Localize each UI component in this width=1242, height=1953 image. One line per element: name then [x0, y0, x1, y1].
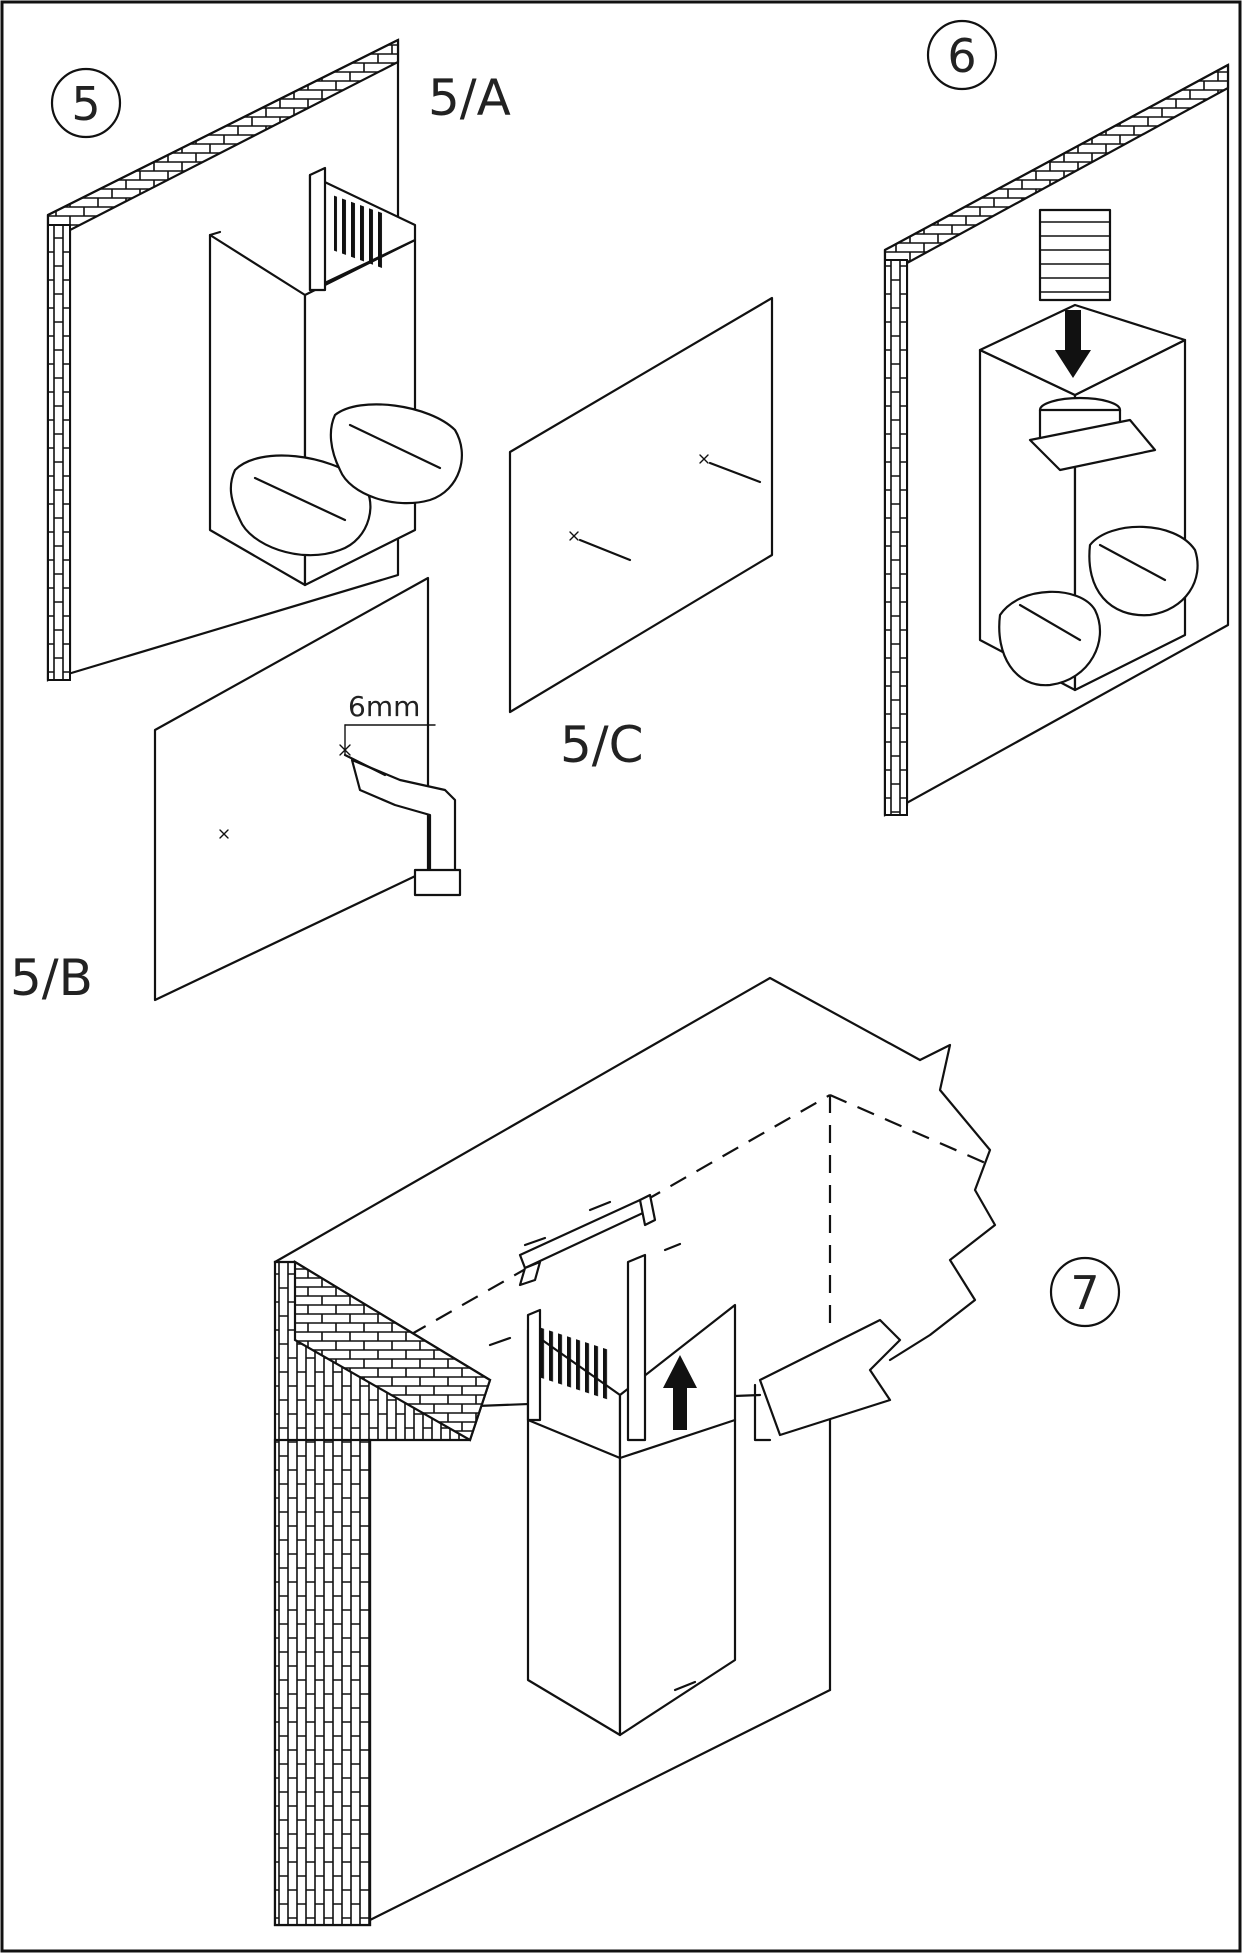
label-5c: 5/C — [560, 716, 644, 774]
step-5-circle — [50, 67, 122, 139]
step-7-number: 7 — [1070, 1266, 1099, 1320]
mounting-bracket — [488, 1193, 682, 1347]
hood-chimney-7 — [526, 1253, 737, 1737]
step-7-circle — [1049, 1256, 1121, 1328]
step-6-number: 6 — [947, 29, 976, 83]
step-6-circle — [926, 19, 998, 91]
step-5-group: 5 5/A — [10, 38, 774, 1007]
chimney-6 — [978, 208, 1199, 692]
label-5b: 5/B — [10, 949, 93, 1007]
plate-5c — [508, 296, 774, 714]
chimney-5a — [208, 166, 463, 587]
label-5a: 5/A — [428, 69, 511, 127]
plate-5b — [153, 576, 462, 1002]
step-5-number: 5 — [71, 77, 100, 131]
drill-size-label: 6mm — [348, 690, 420, 723]
step-6-group: 6 — [883, 19, 1230, 817]
step-7-group: 7 — [273, 976, 1121, 1927]
brick-column — [273, 1260, 492, 1927]
